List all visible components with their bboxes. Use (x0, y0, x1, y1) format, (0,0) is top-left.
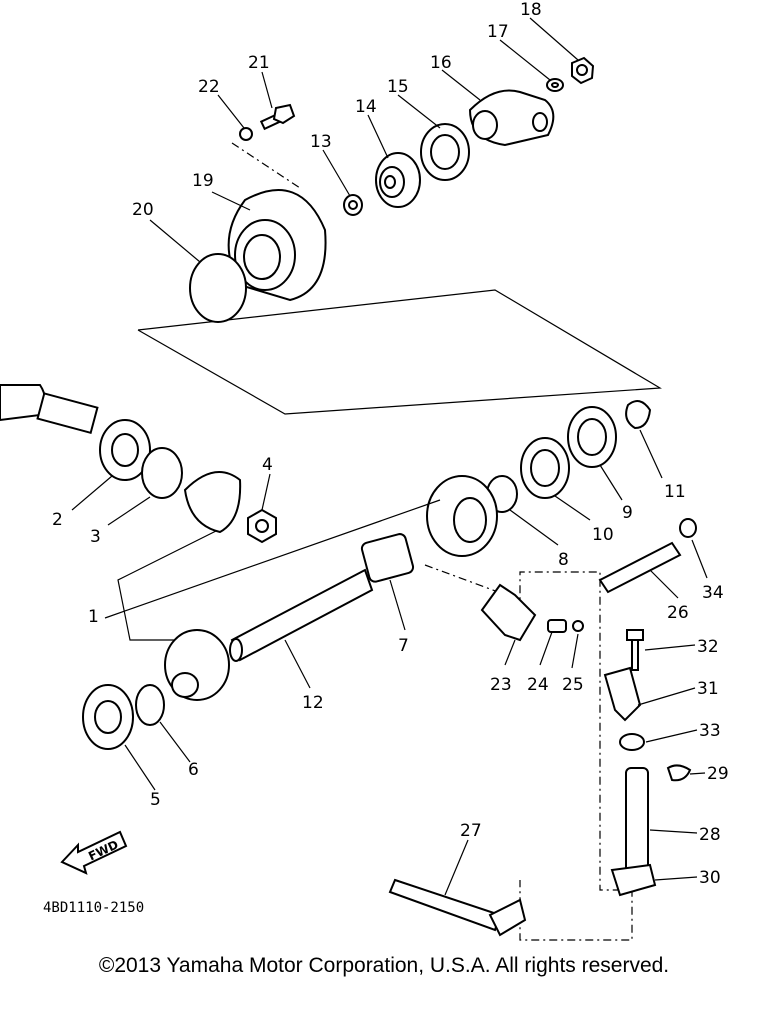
part-6-shim (135, 684, 165, 726)
callout-4: 4 (262, 455, 273, 475)
housing-group-outline (137, 289, 662, 415)
part-12-shaft (229, 568, 374, 662)
callout-27: 27 (460, 821, 482, 841)
part-5-bearing (82, 684, 134, 750)
callout-12: 12 (302, 693, 324, 713)
part-4-nut (247, 508, 277, 544)
part-2-bearing (99, 419, 151, 481)
part-1-pinion-gear (164, 629, 230, 701)
part-7-dog-clutch (360, 533, 415, 583)
callout-18: 18 (520, 0, 542, 20)
part-23-shift-arm (480, 583, 537, 642)
callout-2: 2 (52, 510, 63, 530)
callout-17: 17 (487, 22, 509, 42)
callout-5: 5 (150, 790, 161, 810)
part-9-oil-seal (567, 406, 617, 468)
callout-29: 29 (707, 764, 729, 784)
callout-31: 31 (697, 679, 719, 699)
callout-10: 10 (592, 525, 614, 545)
part-code: 4BD1110-2150 (43, 900, 144, 916)
callout-15: 15 (387, 77, 409, 97)
part-20-o-ring-gasket (189, 253, 247, 323)
part-14-bearing (375, 152, 421, 208)
part-28-splined-shaft (625, 767, 649, 874)
part-18-nut (571, 56, 595, 85)
callout-28: 28 (699, 825, 721, 845)
part-13-washer (343, 194, 363, 216)
fwd-arrow-icon: FWD (60, 830, 128, 875)
callout-11: 11 (664, 482, 686, 502)
callout-33: 33 (699, 721, 721, 741)
callout-20: 20 (132, 200, 154, 220)
part-3-shim (141, 447, 183, 499)
callout-labels: 18 17 16 15 14 13 19 20 21 22 2 3 4 11 9… (52, 0, 729, 888)
gear-group-outline (117, 529, 219, 641)
part-33-collar (619, 733, 645, 751)
callout-14: 14 (355, 97, 377, 117)
callout-25: 25 (562, 675, 584, 695)
callout-16: 16 (430, 53, 452, 73)
callout-8: 8 (558, 550, 569, 570)
part-34-o-ring (679, 518, 697, 538)
part-26-shift-shaft (598, 541, 682, 594)
part-21-bolt (259, 103, 296, 131)
part-22-washer (239, 127, 253, 141)
callout-32: 32 (697, 637, 719, 657)
part-32-bolt (626, 629, 644, 671)
callout-7: 7 (398, 636, 409, 656)
callout-23: 23 (490, 675, 512, 695)
part-29-circlip (666, 764, 692, 782)
part-16-shift-fork-yoke (468, 89, 555, 147)
part-27-shift-rod (388, 878, 527, 937)
callout-21: 21 (248, 53, 270, 73)
callout-26: 26 (667, 603, 689, 623)
part-17-washer (546, 78, 564, 92)
part-25-ball (572, 620, 584, 632)
shift-linkage-dashed-path (424, 564, 633, 941)
callout-34: 34 (702, 583, 724, 603)
part-30-lever-plate (610, 863, 657, 897)
callout-24: 24 (527, 675, 549, 695)
part-15-oil-seal (420, 123, 470, 181)
part-31-lever (603, 666, 642, 722)
callout-1: 1 (88, 607, 99, 627)
callout-13: 13 (310, 132, 332, 152)
callout-22: 22 (198, 77, 220, 97)
bolt-washer-dashed-path (231, 142, 301, 189)
copyright-notice: ©2013 Yamaha Motor Corporation, U.S.A. A… (98, 954, 670, 977)
part-24-spring (547, 619, 567, 633)
leader-lines (71, 17, 708, 896)
part-10-bearing (520, 437, 570, 499)
part-ring-gear (426, 475, 498, 557)
callout-9: 9 (622, 503, 633, 523)
callout-19: 19 (192, 171, 214, 191)
callout-6: 6 (188, 760, 199, 780)
part-1-pinion-gear-cup (183, 471, 242, 534)
callout-3: 3 (90, 527, 101, 547)
part-11-circlip (625, 400, 652, 430)
callout-30: 30 (699, 868, 721, 888)
drive-shaft (0, 384, 99, 435)
part-19-bearing-housing (227, 189, 327, 302)
